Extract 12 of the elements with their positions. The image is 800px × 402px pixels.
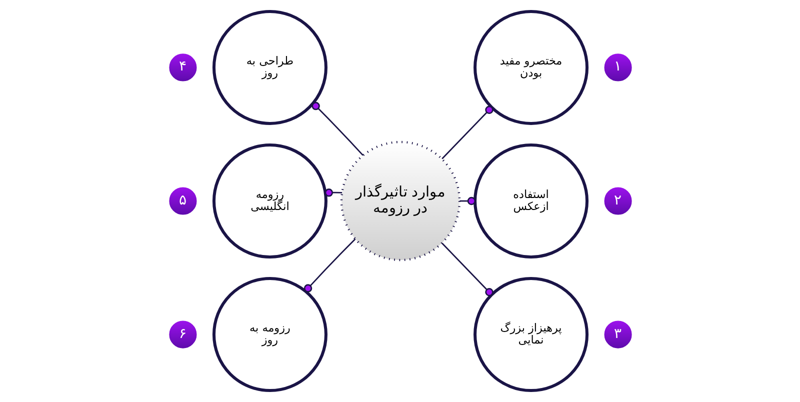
connector <box>311 102 363 156</box>
connector <box>441 106 493 160</box>
connector <box>324 188 342 197</box>
node-circle: مختصرو مفید بودن <box>473 10 588 125</box>
node-circle: رزومه به روز <box>212 277 327 392</box>
node-circle: رزومه انگلیسی <box>212 144 327 258</box>
connector <box>303 238 356 292</box>
node-circle: طراحی به روز <box>212 10 327 125</box>
node-circle: استفاده ازعکس <box>473 144 588 258</box>
connector <box>441 242 493 296</box>
node-circle: موارد تاثیرگذار در رزومه <box>340 140 460 262</box>
node-circle: پرهیزاز بزرگ نمایی <box>473 277 588 392</box>
